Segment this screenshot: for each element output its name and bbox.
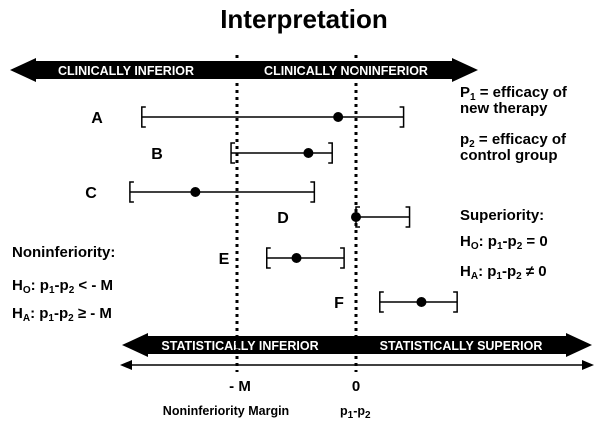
- difference-label: p1-p2: [340, 404, 371, 421]
- interval-a-upper-bracket: [399, 106, 405, 128]
- interval-c-upper-bracket: [310, 181, 316, 203]
- interval-c-label: C: [85, 185, 97, 202]
- interval-f-upper-bracket: [453, 291, 458, 313]
- interval-f-lower-bracket: [379, 291, 384, 313]
- interval-d-upper-bracket: [405, 206, 411, 228]
- axis-right-arrowhead: [582, 360, 594, 370]
- axis-left-arrowhead: [120, 360, 132, 370]
- band-clinically-inferior: CLINICALLY INFERIOR: [58, 64, 194, 78]
- interval-e-label: E: [219, 251, 230, 268]
- interval-c-point-estimate: [190, 187, 201, 197]
- interval-f-label: F: [334, 295, 344, 312]
- band-statistically-inferior: STATISTICALLY INFERIOR: [161, 339, 318, 353]
- superiority-ha: HA: p1-p2 ≠ 0: [460, 263, 547, 282]
- noninferiority-heading: Noninferiority:: [12, 244, 115, 261]
- superiority-heading: Superiority:: [460, 207, 544, 224]
- interval-e-upper-bracket: [340, 247, 345, 269]
- tick-zero: 0: [352, 378, 360, 395]
- interval-c-lower-bracket: [129, 181, 134, 203]
- definition-p1-line2: new therapy: [460, 100, 548, 117]
- interval-b-point-estimate: [303, 148, 314, 158]
- interval-b-label: B: [151, 146, 163, 163]
- interval-f-point-estimate: [416, 297, 427, 307]
- interval-a-point-estimate: [333, 112, 344, 122]
- confidence-intervals: A B C D E F: [85, 106, 458, 313]
- definition-p2: p2 = efficacy of: [460, 131, 567, 150]
- interval-d-label: D: [277, 210, 289, 227]
- band-clinically-noninferior: CLINICALLY NONINFERIOR: [264, 64, 428, 78]
- interval-e-point-estimate: [291, 253, 302, 263]
- definition-p2-line2: control group: [460, 147, 558, 164]
- noninferiority-margin-label: Noninferiority Margin: [163, 404, 289, 418]
- diagram-title: Interpretation: [220, 4, 388, 34]
- superiority-h0: HO: p1-p2 = 0: [460, 233, 548, 252]
- clinical-band-arrow: [10, 58, 478, 82]
- interval-e-lower-bracket: [266, 247, 271, 269]
- band-statistically-superior: STATISTICALLY SUPERIOR: [380, 339, 543, 353]
- noninferiority-h0: HO: p1-p2 < - M: [12, 277, 113, 296]
- interval-b-lower-bracket: [230, 142, 236, 164]
- interval-d-point-estimate: [351, 212, 361, 222]
- noninferiority-ha: HA: p1-p2 ≥ - M: [12, 305, 112, 324]
- interval-a-lower-bracket: [141, 106, 146, 128]
- tick-minus-m: - M: [229, 378, 251, 395]
- interval-b-upper-bracket: [328, 142, 333, 164]
- definition-p1: P1 = efficacy of: [460, 84, 568, 103]
- interval-a-label: A: [91, 110, 103, 127]
